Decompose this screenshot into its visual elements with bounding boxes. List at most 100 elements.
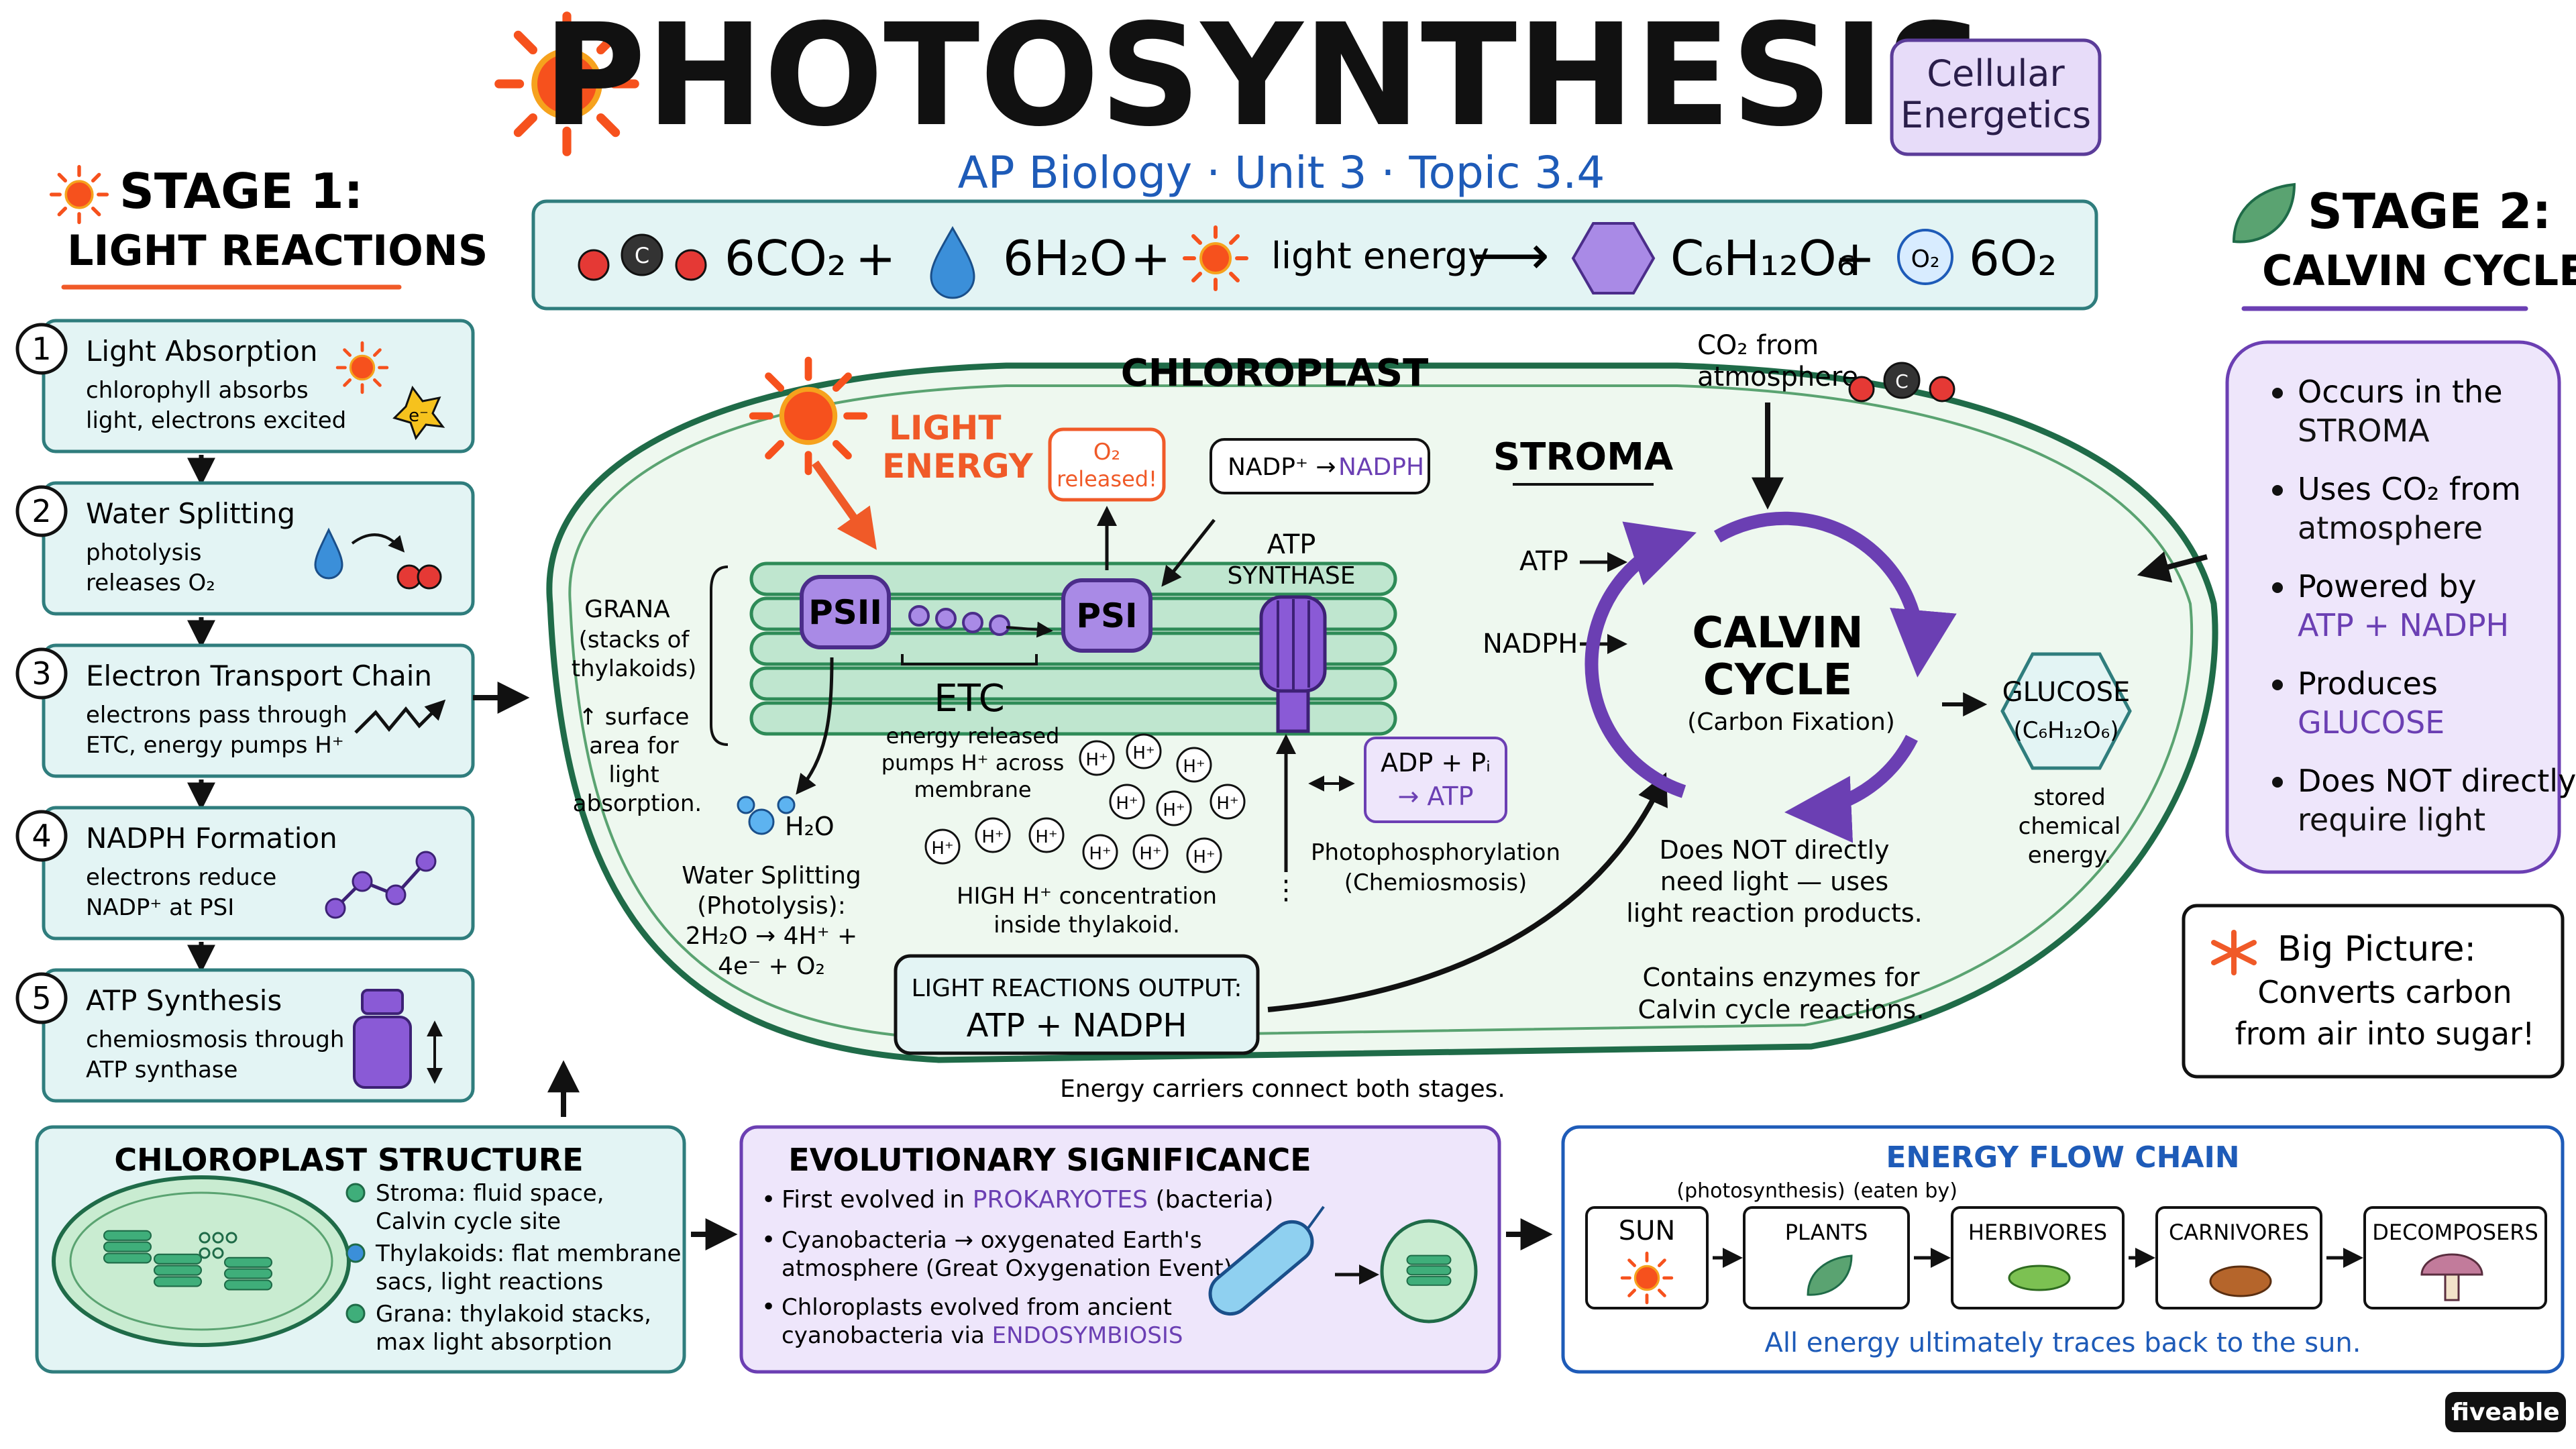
electron-burst-icon — [392, 385, 445, 441]
svg-text:NADPH: NADPH — [1338, 453, 1424, 481]
svg-text:(photosynthesis): (photosynthesis) — [1676, 1179, 1845, 1203]
photophosphorylation-label: Photophosphorylation — [1311, 839, 1560, 866]
structure-item: Grana: thylakoid stacks,max light absorp… — [345, 1301, 651, 1356]
sun-icon — [52, 167, 107, 223]
proton-ion: H⁺ — [924, 828, 961, 865]
svg-text:light reaction products.: light reaction products. — [1626, 898, 1923, 928]
energy-flow-node: CARNIVORES — [2155, 1206, 2322, 1309]
atp-synthase-icon — [1259, 595, 1327, 733]
step-title: Water Splitting — [86, 497, 295, 530]
adp-to-atp-box — [1364, 737, 1507, 823]
step-title: ATP Synthesis — [86, 984, 282, 1017]
svg-text:ATP + NADPH: ATP + NADPH — [2298, 607, 2509, 643]
svg-text:fiveable: fiveable — [2451, 1399, 2559, 1426]
calvin-cycle-title: CALVIN — [1692, 608, 1863, 658]
glucose-hexagon-icon — [2000, 652, 2132, 770]
svg-text:thylakoids): thylakoids) — [572, 655, 697, 682]
svg-text:e⁻: e⁻ — [409, 406, 429, 426]
svg-text:sacs, light reactions: sacs, light reactions — [376, 1269, 603, 1295]
equation-o2: 6O₂ — [1969, 230, 2057, 286]
proton-ion: H⁺ — [1109, 784, 1145, 820]
step-number-badge — [15, 323, 68, 375]
svg-text:NADP⁺ at PSI: NADP⁺ at PSI — [86, 894, 234, 921]
nadph-callout — [1210, 438, 1430, 494]
step-title: Electron Transport Chain — [86, 659, 432, 692]
svg-text:pumps H⁺ across: pumps H⁺ across — [881, 750, 1065, 775]
svg-text:(Carbon Fixation): (Carbon Fixation) — [1687, 708, 1895, 736]
svg-text:H⁺: H⁺ — [1139, 844, 1161, 864]
svg-text:↑ surface: ↑ surface — [579, 704, 690, 731]
svg-text:C: C — [1895, 370, 1909, 392]
topic-badge — [1890, 38, 2102, 156]
structure-item: Stroma: fluid space,Calvin cycle site — [345, 1180, 604, 1235]
svg-text:4e⁻ + O₂: 4e⁻ + O₂ — [718, 953, 825, 980]
svg-text:atmosphere: atmosphere — [1697, 362, 1858, 392]
water-drop-icon — [930, 225, 975, 299]
light-energy-arrow — [812, 460, 877, 550]
stage1-subtitle: LIGHT REACTIONS — [67, 226, 488, 275]
high-h-label: HIGH H⁺ concentration — [957, 883, 1217, 910]
svg-text:energy.: energy. — [2028, 842, 2111, 869]
chloroplast-structure-panel: CHLOROPLAST STRUCTURE Stroma: fluid spac… — [35, 1125, 686, 1374]
svg-text:electrons reduce: electrons reduce — [86, 864, 276, 891]
svg-text:PSII: PSII — [808, 593, 882, 632]
svg-text:Stroma: fluid space,: Stroma: fluid space, — [376, 1180, 604, 1207]
energy-flow-node: PLANTS — [1743, 1206, 1910, 1309]
svg-text:PSI: PSI — [1076, 596, 1137, 635]
oxygen-badge-icon — [1897, 229, 1953, 285]
stage2-title: STAGE 2: — [2308, 183, 2551, 239]
svg-text:→ ATP: → ATP — [1397, 782, 1473, 811]
svg-text:C: C — [635, 243, 649, 268]
stage1-title: STAGE 1: — [119, 163, 363, 219]
big-picture-title: Big Picture: — [2277, 929, 2476, 969]
svg-text:⋮: ⋮ — [1273, 875, 1299, 906]
svg-text:energy released: energy released — [886, 723, 1060, 749]
svg-text:H⁺: H⁺ — [1163, 800, 1185, 820]
proton-ion: H⁺ — [1156, 790, 1192, 826]
equation-arrow: ⟶ — [1472, 224, 1550, 286]
svg-text:Calvin cycle site: Calvin cycle site — [376, 1208, 561, 1235]
svg-text:Calvin cycle reactions.: Calvin cycle reactions. — [1638, 995, 1925, 1024]
svg-text:ATP + NADPH: ATP + NADPH — [967, 1007, 1187, 1044]
svg-text:DECOMPOSERS: DECOMPOSERS — [2372, 1220, 2538, 1245]
proton-cluster: H⁺H⁺H⁺H⁺H⁺H⁺H⁺H⁺H⁺H⁺H⁺H⁺ — [924, 733, 1246, 873]
svg-text:PLANTS: PLANTS — [1785, 1220, 1868, 1245]
equation-plus: + — [855, 230, 896, 286]
svg-text:Does NOT directly: Does NOT directly — [2298, 763, 2576, 799]
svg-text:ETC, energy pumps H⁺: ETC, energy pumps H⁺ — [86, 732, 344, 759]
sun-icon — [337, 343, 387, 392]
svg-text:CYCLE: CYCLE — [1703, 655, 1853, 705]
chloroplast-title: CHLOROPLAST — [1121, 352, 1429, 395]
svg-text:ADP + Pᵢ: ADP + Pᵢ — [1381, 748, 1491, 777]
stroma-enzymes-note: Contains enzymes for — [1643, 963, 1920, 992]
grasshopper-icon — [2008, 1265, 2071, 1291]
svg-text:H⁺: H⁺ — [1035, 827, 1057, 847]
atp-input-label: ATP — [1519, 546, 1568, 577]
svg-text:chlorophyll absorbs: chlorophyll absorbs — [86, 377, 309, 404]
svg-text:H⁺: H⁺ — [1183, 757, 1205, 777]
psi-complex — [1061, 578, 1152, 653]
proton-ion: H⁺ — [1210, 784, 1246, 820]
svg-text:cyanobacteria via ENDOSYMBIOSI: cyanobacteria via ENDOSYMBIOSIS — [782, 1322, 1183, 1349]
svg-text:max light absorption: max light absorption — [376, 1329, 612, 1356]
svg-text:SUN: SUN — [1619, 1216, 1676, 1246]
proton-ion: H⁺ — [1132, 834, 1169, 870]
svg-text:released!: released! — [1057, 466, 1157, 492]
svg-text:O₂: O₂ — [1911, 246, 1940, 273]
svg-text:Uses CO₂ from: Uses CO₂ from — [2298, 471, 2521, 507]
svg-text:3: 3 — [32, 655, 51, 692]
proton-ion: H⁺ — [975, 817, 1011, 853]
stage1-heading: STAGE 1: LIGHT REACTIONS — [52, 163, 488, 290]
brand-logo — [2445, 1392, 2566, 1432]
svg-text:absorption.: absorption. — [573, 790, 702, 817]
etc-label: ETC — [934, 677, 1004, 720]
